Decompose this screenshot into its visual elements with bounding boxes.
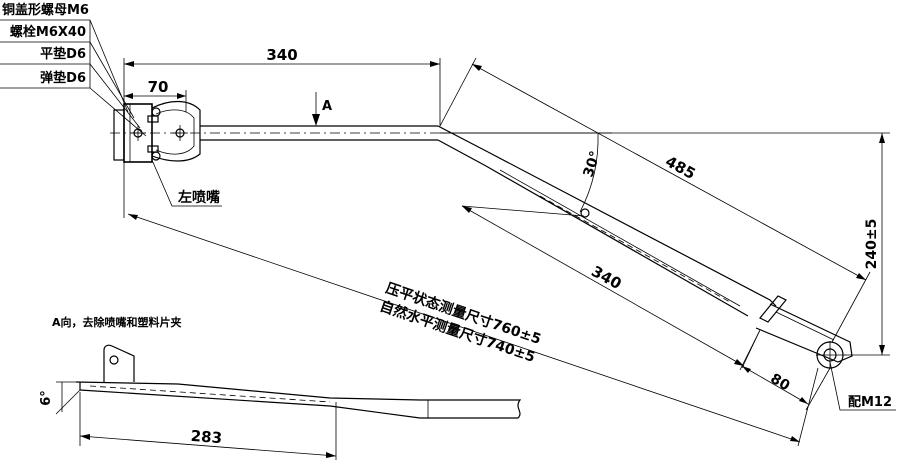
parts-table-row: 铜盖形螺母M6 xyxy=(1,2,89,18)
parts-table: 铜盖形螺母M6 螺栓M6X40 平垫D6 弹垫D6 xyxy=(0,2,147,137)
dim-tip: 80 xyxy=(768,371,793,395)
dim-blade-length: 340 xyxy=(588,262,624,293)
dim-485-group: 485 xyxy=(439,57,871,343)
arm-bracket xyxy=(110,100,445,163)
view-a: A向，去除喷嘴和塑料片夹 6° 283 xyxy=(39,315,522,460)
dim-80-group: 80 xyxy=(739,329,831,411)
dim-side-angle: 6° xyxy=(39,390,54,406)
parts-table-row: 弹垫D6 xyxy=(40,70,86,86)
dim-height-group: 240±5 xyxy=(440,132,890,356)
fit-callout: 配M12 xyxy=(829,361,896,411)
left-nozzle-label: 左喷嘴 xyxy=(177,189,220,206)
dim-height: 240±5 xyxy=(864,219,880,270)
view-a-title: A向，去除喷嘴和塑料片夹 xyxy=(52,315,182,329)
top-dimensions: 340 70 A xyxy=(123,46,441,126)
view-a-arrow-label: A xyxy=(322,99,332,114)
angled-arm xyxy=(437,125,853,369)
parts-table-row: 平垫D6 xyxy=(40,46,86,62)
dim-angle: 30° xyxy=(581,149,604,179)
dim-overall-group: 压平状态测量尺寸760±5 自然水平测量尺寸740±5 xyxy=(123,162,819,447)
dim-bracket: 70 xyxy=(148,78,169,96)
fit-label: 配M12 xyxy=(848,395,892,410)
parts-table-row: 螺栓M6X40 xyxy=(10,24,86,40)
left-nozzle-callout: 左喷嘴 xyxy=(151,159,222,207)
dim-side-length: 283 xyxy=(190,427,223,447)
dim-top-length: 340 xyxy=(266,46,297,64)
